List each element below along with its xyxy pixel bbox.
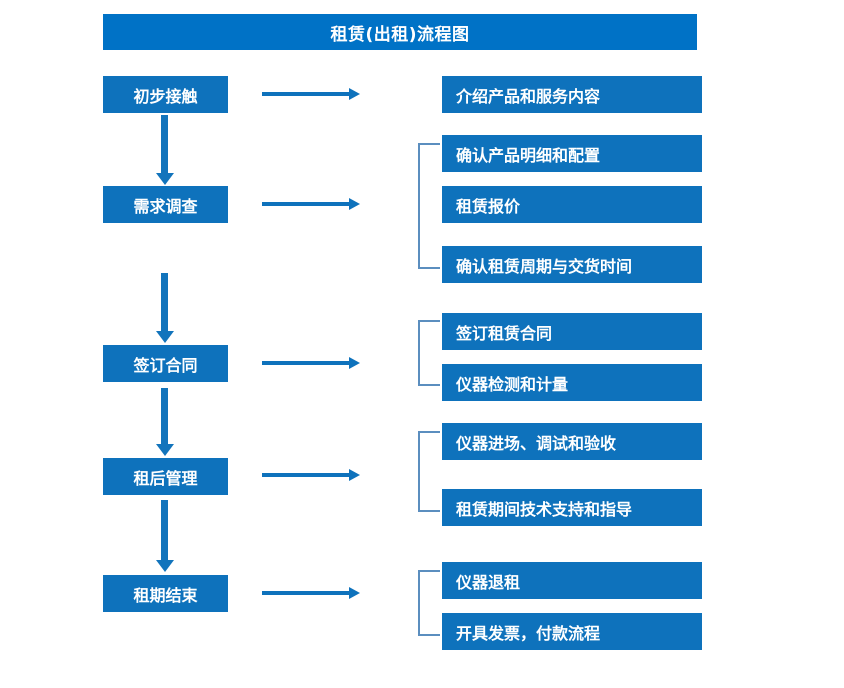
detail-box-2[interactable]: 确认产品明细和配置	[442, 135, 702, 172]
group-bracket-1	[418, 143, 440, 269]
arrow-shaft	[262, 202, 350, 206]
vertical-arrow-3	[156, 388, 174, 456]
process-step-4[interactable]: 租后管理	[103, 458, 228, 495]
arrow-head-icon	[349, 469, 360, 481]
vertical-arrow-2	[156, 273, 174, 343]
arrow-shaft	[262, 361, 350, 365]
horizontal-arrow-1	[262, 88, 360, 100]
arrow-head-icon	[349, 198, 360, 210]
arrow-head-icon	[349, 357, 360, 369]
arrow-shaft	[161, 115, 168, 174]
group-bracket-2	[418, 320, 440, 386]
detail-box-8[interactable]: 租赁期间技术支持和指导	[442, 489, 702, 526]
detail-box-3[interactable]: 租赁报价	[442, 186, 702, 223]
arrow-head-icon	[349, 88, 360, 100]
detail-box-9[interactable]: 仪器退租	[442, 562, 702, 599]
arrow-shaft	[161, 388, 168, 445]
vertical-arrow-1	[156, 115, 174, 185]
arrow-head-icon	[156, 444, 174, 456]
arrow-shaft	[161, 273, 168, 332]
process-step-3[interactable]: 签订合同	[103, 345, 228, 382]
vertical-arrow-4	[156, 500, 174, 572]
process-step-5[interactable]: 租期结束	[103, 575, 228, 612]
horizontal-arrow-4	[262, 469, 360, 481]
horizontal-arrow-2	[262, 198, 360, 210]
arrow-head-icon	[156, 331, 174, 343]
arrow-head-icon	[349, 587, 360, 599]
arrow-shaft	[262, 473, 350, 477]
arrow-head-icon	[156, 173, 174, 185]
detail-box-6[interactable]: 仪器检测和计量	[442, 364, 702, 401]
process-step-2[interactable]: 需求调查	[103, 186, 228, 223]
detail-box-10[interactable]: 开具发票，付款流程	[442, 613, 702, 650]
arrow-shaft	[262, 591, 350, 595]
detail-box-4[interactable]: 确认租赁周期与交货时间	[442, 246, 702, 283]
arrow-head-icon	[156, 560, 174, 572]
group-bracket-4	[418, 570, 440, 636]
detail-box-5[interactable]: 签订租赁合同	[442, 313, 702, 350]
detail-box-7[interactable]: 仪器进场、调试和验收	[442, 423, 702, 460]
horizontal-arrow-3	[262, 357, 360, 369]
horizontal-arrow-5	[262, 587, 360, 599]
group-bracket-3	[418, 431, 440, 512]
arrow-shaft	[262, 92, 350, 96]
detail-box-1[interactable]: 介绍产品和服务内容	[442, 76, 702, 113]
page-title: 租赁(出租)流程图	[103, 14, 697, 50]
process-step-1[interactable]: 初步接触	[103, 76, 228, 113]
arrow-shaft	[161, 500, 168, 561]
